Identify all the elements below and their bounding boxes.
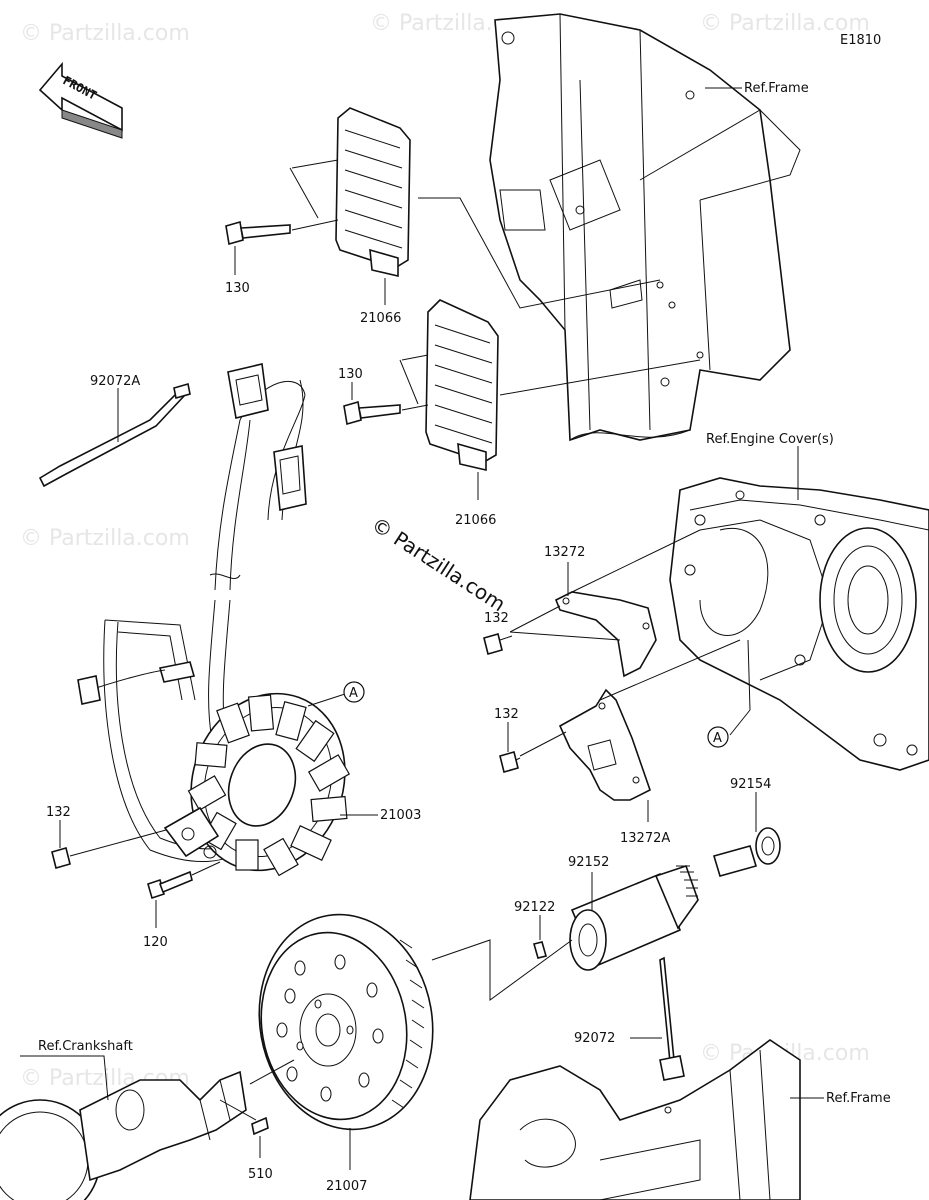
part-label: 92152 <box>568 855 609 870</box>
part-label: 120 <box>143 935 168 950</box>
watermark: © Partzilla.com <box>20 526 190 551</box>
regulator-upper <box>335 107 411 278</box>
front-arrow: FRONT <box>38 61 123 139</box>
bolt-132-mid <box>499 751 521 773</box>
callout-a-circle <box>707 726 729 748</box>
ref-crankshaft: Ref.Crankshaft <box>38 1039 133 1054</box>
callout-a-circle <box>343 681 365 703</box>
pin-92122 <box>533 941 547 959</box>
bolt-132-top <box>483 633 513 655</box>
cover-13272 <box>554 591 657 678</box>
bolt-130-middle <box>343 400 401 426</box>
ref-frame-top: Ref.Frame <box>744 81 809 96</box>
crankshaft <box>0 1070 247 1200</box>
part-label: 21066 <box>360 311 401 326</box>
part-label: 130 <box>225 281 250 296</box>
cable-tie-92072A <box>38 382 191 488</box>
screw-120 <box>147 861 221 900</box>
part-label: 21066 <box>455 513 496 528</box>
bolt-92154 <box>712 827 781 877</box>
bolt-130-upper <box>225 220 291 246</box>
part-label: 21003 <box>380 808 421 823</box>
frame-upper <box>489 13 801 442</box>
callout-a: A <box>349 686 358 701</box>
part-label: 92154 <box>730 777 771 792</box>
cover-13272A <box>558 688 651 801</box>
bolt-132-left <box>51 829 167 869</box>
stator-21003 <box>163 692 351 877</box>
part-label: 132 <box>484 611 509 626</box>
part-label: 92072A <box>90 374 140 389</box>
stator-harness <box>77 363 307 863</box>
watermark: © Partzilla.com <box>20 21 190 46</box>
clutch-92152 <box>569 864 699 971</box>
part-label: 92072 <box>574 1031 615 1046</box>
diagram-code: E1810 <box>840 33 881 48</box>
callout-a: A <box>713 731 722 746</box>
ref-engine-cover: Ref.Engine Cover(s) <box>706 432 834 447</box>
flywheel-21007 <box>258 913 434 1131</box>
part-label: 13272A <box>620 831 670 846</box>
ref-frame-bottom: Ref.Frame <box>826 1091 891 1106</box>
part-label: 132 <box>46 805 71 820</box>
frame-lower <box>469 1039 801 1200</box>
part-label: 130 <box>338 367 363 382</box>
key-510 <box>251 1116 269 1136</box>
part-label: 132 <box>494 707 519 722</box>
regulator-middle <box>425 299 499 472</box>
engine-cover <box>669 477 929 771</box>
part-label: 92122 <box>514 900 555 915</box>
part-label: 13272 <box>544 545 585 560</box>
cable-tie-92072 <box>659 956 685 1081</box>
part-label: 21007 <box>326 1179 367 1194</box>
watermark: © Partzilla.com <box>700 11 870 36</box>
part-label: 510 <box>248 1167 273 1182</box>
